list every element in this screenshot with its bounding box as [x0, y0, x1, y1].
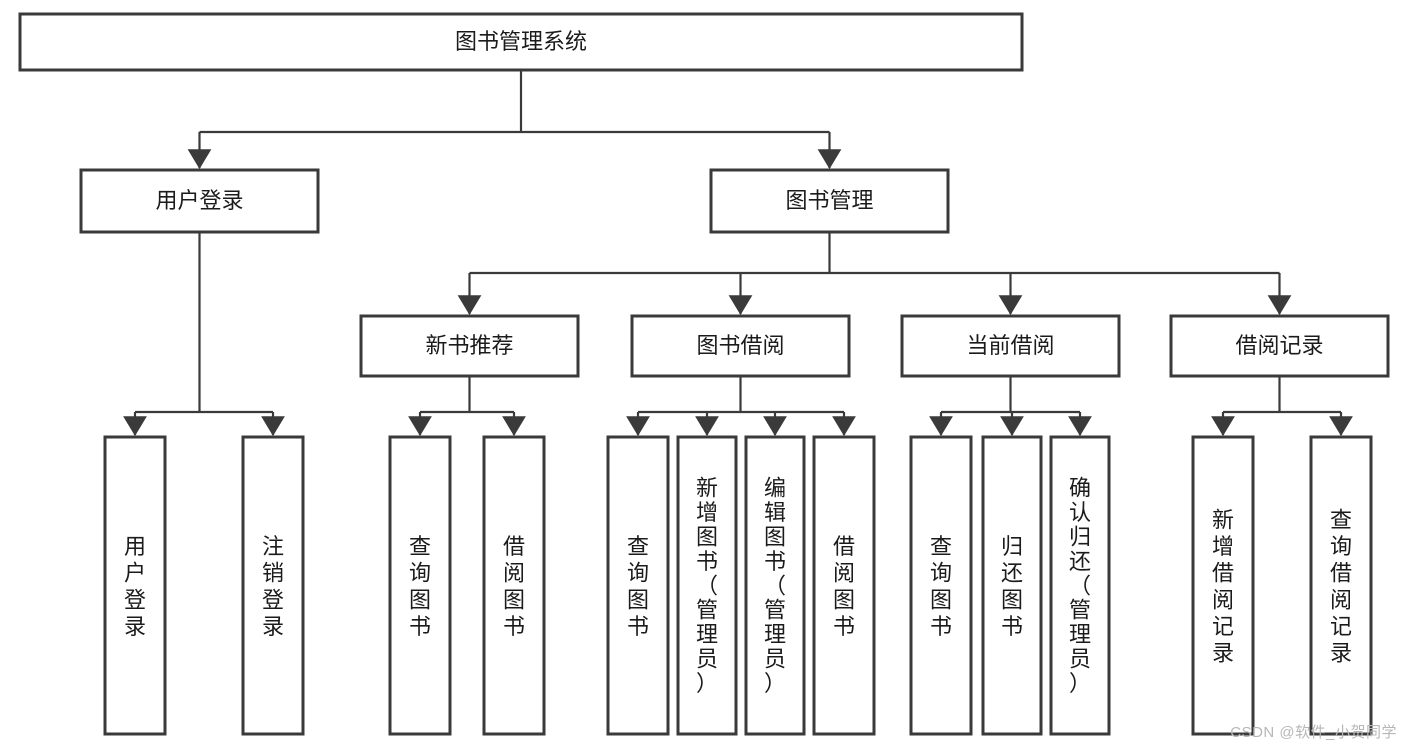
node-leaf-return-book[interactable]: 归还图书 [981, 435, 1043, 736]
node-leaf-query-record-box [1309, 435, 1373, 736]
node-leaf-edit-book[interactable]: 编辑图书（管理员） [744, 435, 806, 736]
node-leaf-logout-label: 注销登录 [262, 534, 284, 639]
node-borrow-record[interactable]: 借阅记录 [1169, 314, 1390, 378]
node-user-login-box [79, 168, 320, 234]
node-user-login[interactable]: 用户登录 [79, 168, 320, 234]
node-leaf-confirm-return-label: 确认归还（管理员） [1069, 476, 1091, 696]
node-leaf-add-record-label: 新增借阅记录 [1212, 507, 1234, 665]
node-book-borrow[interactable]: 图书借阅 [630, 314, 851, 378]
node-leaf-confirm-return[interactable]: 确认归还（管理员） [1049, 435, 1111, 736]
node-leaf-query-record[interactable]: 查询借阅记录 [1309, 435, 1373, 736]
node-root-label: 图书管理系统 [455, 29, 587, 54]
node-book-manage-label: 图书管理 [785, 188, 873, 213]
node-leaf-query-book-2-label: 查询图书 [627, 534, 649, 639]
node-leaf-add-book-label: 新增图书（管理员） [696, 476, 718, 696]
node-book-manage-box [709, 168, 950, 234]
node-leaf-user-login[interactable]: 用户登录 [103, 435, 167, 736]
node-borrow-record-label: 借阅记录 [1235, 333, 1323, 358]
node-borrow-record-box [1169, 314, 1390, 378]
node-leaf-query-book-3-box [909, 435, 973, 736]
node-new-book-recommend[interactable]: 新书推荐 [359, 314, 580, 378]
node-current-borrow-box [900, 314, 1121, 378]
node-leaf-query-book-1-label: 查询图书 [409, 534, 431, 639]
node-new-book-recommend-box [359, 314, 580, 378]
node-boxes: 图书管理系统用户登录图书管理新书推荐图书借阅当前借阅借阅记录用户登录注销登录查询… [18, 12, 1390, 736]
node-leaf-query-book-3-label: 查询图书 [930, 534, 952, 639]
node-new-book-recommend-label: 新书推荐 [425, 333, 513, 358]
node-leaf-return-book-box [981, 435, 1043, 736]
node-leaf-borrow-book-2-label: 借阅图书 [833, 534, 855, 639]
node-current-borrow[interactable]: 当前借阅 [900, 314, 1121, 378]
node-leaf-add-book-box [676, 435, 738, 736]
node-leaf-query-book-2[interactable]: 查询图书 [606, 435, 670, 736]
node-root-box [18, 12, 1024, 72]
node-book-borrow-box [630, 314, 851, 378]
node-leaf-confirm-return-box [1049, 435, 1111, 736]
node-leaf-query-book-3[interactable]: 查询图书 [909, 435, 973, 736]
node-leaf-borrow-book-1-label: 借阅图书 [503, 534, 525, 639]
node-leaf-query-record-label: 查询借阅记录 [1330, 507, 1352, 665]
node-leaf-user-login-label: 用户登录 [124, 534, 146, 639]
node-leaf-query-book-1-box [388, 435, 452, 736]
node-leaf-add-record-box [1191, 435, 1255, 736]
node-leaf-add-book[interactable]: 新增图书（管理员） [676, 435, 738, 736]
node-book-borrow-label: 图书借阅 [696, 333, 784, 358]
node-leaf-query-book-1[interactable]: 查询图书 [388, 435, 452, 736]
node-root[interactable]: 图书管理系统 [18, 12, 1024, 72]
node-leaf-logout-box [241, 435, 305, 736]
connector-edges [123, 70, 1353, 436]
node-leaf-query-book-2-box [606, 435, 670, 736]
node-current-borrow-label: 当前借阅 [966, 333, 1054, 358]
node-leaf-edit-book-label: 编辑图书（管理员） [764, 476, 786, 696]
node-leaf-edit-book-box [744, 435, 806, 736]
node-user-login-label: 用户登录 [155, 188, 243, 213]
node-leaf-borrow-book-1-box [482, 435, 546, 736]
node-leaf-borrow-book-1[interactable]: 借阅图书 [482, 435, 546, 736]
node-leaf-return-book-label: 归还图书 [1001, 534, 1023, 639]
node-leaf-borrow-book-2[interactable]: 借阅图书 [812, 435, 876, 736]
node-leaf-logout[interactable]: 注销登录 [241, 435, 305, 736]
node-leaf-user-login-box [103, 435, 167, 736]
node-book-manage[interactable]: 图书管理 [709, 168, 950, 234]
node-leaf-borrow-book-2-box [812, 435, 876, 736]
node-leaf-add-record[interactable]: 新增借阅记录 [1191, 435, 1255, 736]
